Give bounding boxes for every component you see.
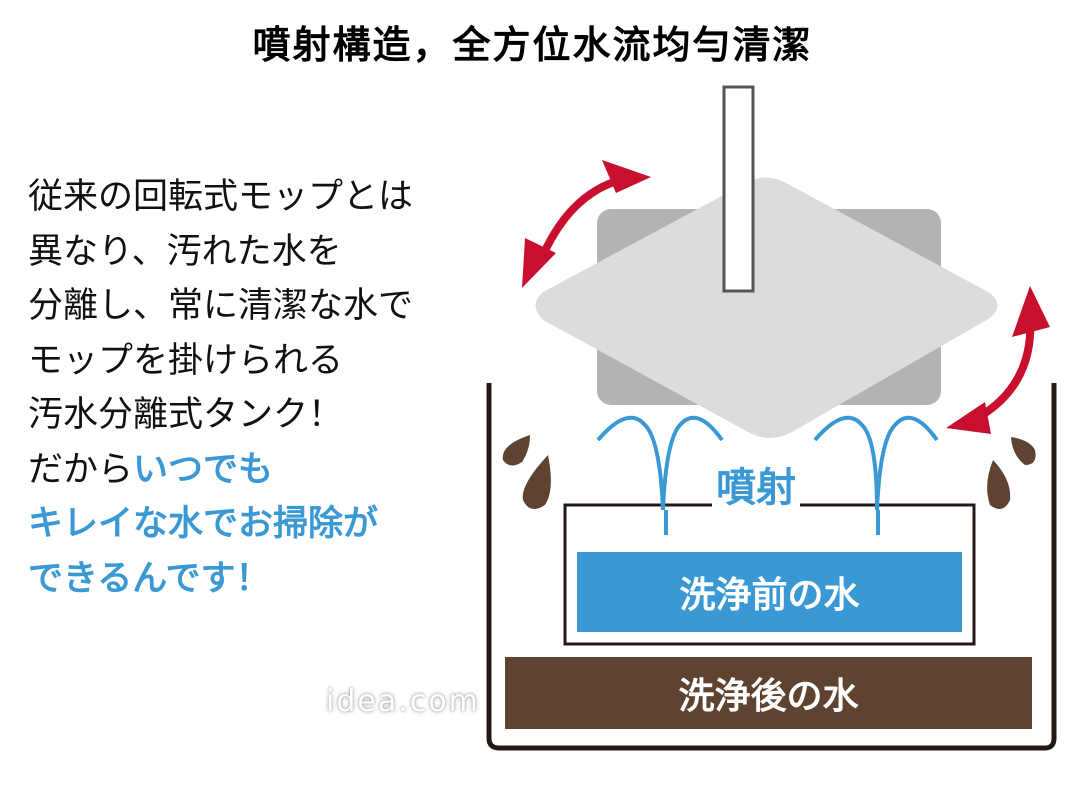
description-text: 従来の回転式モップとは 異なり、汚れた水を 分離し、常に清潔な水で モップを掛け…	[28, 170, 413, 606]
dirty-water-label: 洗浄後の水	[505, 657, 1032, 729]
mop-plate	[535, 177, 998, 439]
description-line: 汚水分離式タンク！	[28, 395, 344, 435]
page-title: 噴射構造，全方位水流均勻清潔	[252, 23, 813, 67]
clean-water-label: 洗浄前の水	[577, 552, 962, 632]
dirty-droplet-icon	[502, 435, 1036, 509]
description-line: 異なり、汚れた水を	[28, 231, 342, 272]
arrow-head	[946, 402, 991, 434]
arrow-head	[602, 160, 651, 193]
tank-outline	[486, 383, 1057, 751]
watermark: idea.com	[326, 684, 480, 719]
description-text-black: だから	[28, 449, 134, 490]
mop-handle	[722, 85, 755, 293]
spray-label: 噴射	[712, 462, 800, 514]
water-spray-icon	[813, 415, 939, 535]
arrow-head	[1012, 286, 1050, 337]
description-line: モップを掛けられる	[28, 340, 344, 381]
description-line: だからいつでも	[28, 443, 413, 498]
description-line: 分離し、常に清潔な水で	[28, 286, 414, 326]
description-highlight: いつでも	[133, 449, 274, 490]
description-highlight: できるんです！	[28, 558, 271, 599]
arrow-head	[522, 238, 556, 288]
water-spray-icon	[596, 415, 724, 535]
description-highlight: キレイな水でお掃除が	[28, 504, 379, 544]
description-line: 従来の回転式モップとは	[28, 177, 414, 217]
